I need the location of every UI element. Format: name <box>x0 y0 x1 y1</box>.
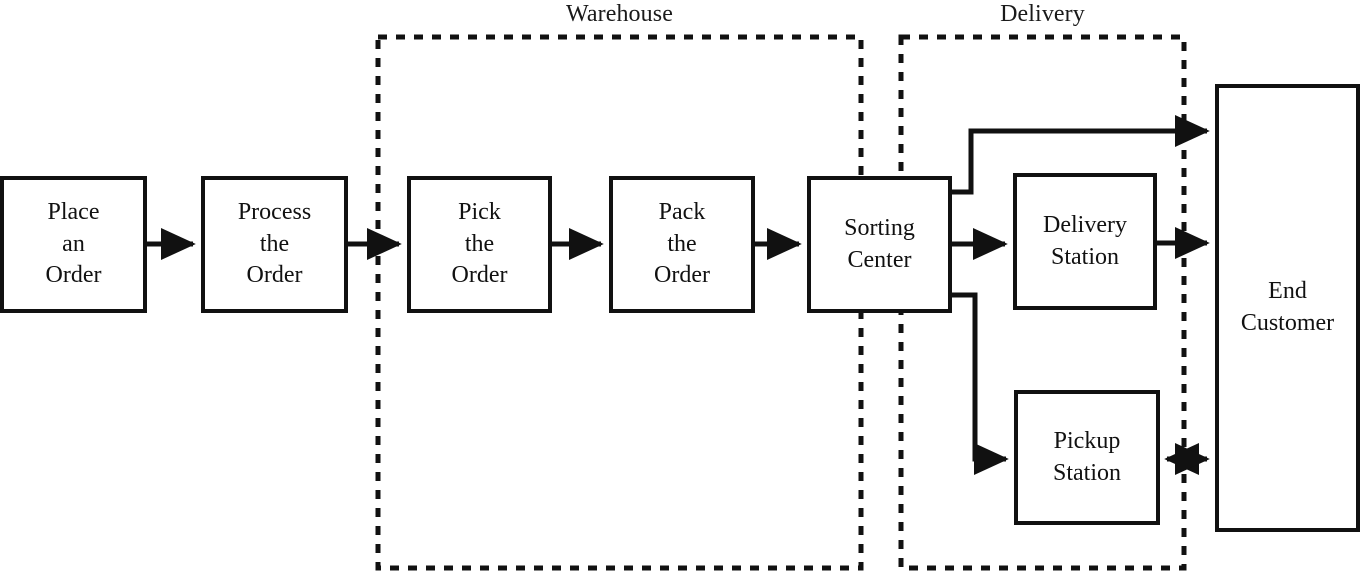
node-pack-the-order-label: Pack the Order <box>654 198 710 289</box>
connector-sorting-to-pickup-station <box>952 292 1009 476</box>
node-sorting-center-label: Sorting Center <box>844 214 915 273</box>
node-delivery-station-label: Delivery Station <box>1043 211 1127 270</box>
zone-label-delivery: Delivery <box>1000 1 1085 27</box>
node-process-the-order[interactable]: Process the Order <box>201 176 348 313</box>
node-place-an-order-label: Place an Order <box>45 198 102 289</box>
zone-warehouse-border <box>375 34 864 571</box>
node-end-customer-label: End Customer <box>1240 278 1335 336</box>
node-process-the-order-label: Process the Order <box>237 198 312 289</box>
node-delivery-station[interactable]: Delivery Station <box>1013 173 1157 310</box>
zone-label-warehouse: Warehouse <box>566 1 673 27</box>
node-pickup-station[interactable]: Pickup Station <box>1014 390 1160 525</box>
connector-sorting-to-end-customer <box>952 114 1210 195</box>
node-pick-the-order[interactable]: Pick the Order <box>407 176 552 313</box>
zone-delivery-border <box>898 34 1187 571</box>
node-pick-the-order-label: Pick the Order <box>451 198 508 289</box>
node-end-customer[interactable]: End Customer <box>1215 84 1360 532</box>
node-place-an-order[interactable]: Place an Order <box>0 176 147 313</box>
node-sorting-center[interactable]: Sorting Center <box>807 176 952 313</box>
node-pack-the-order[interactable]: Pack the Order <box>609 176 755 313</box>
node-pickup-station-label: Pickup Station <box>1052 427 1121 486</box>
